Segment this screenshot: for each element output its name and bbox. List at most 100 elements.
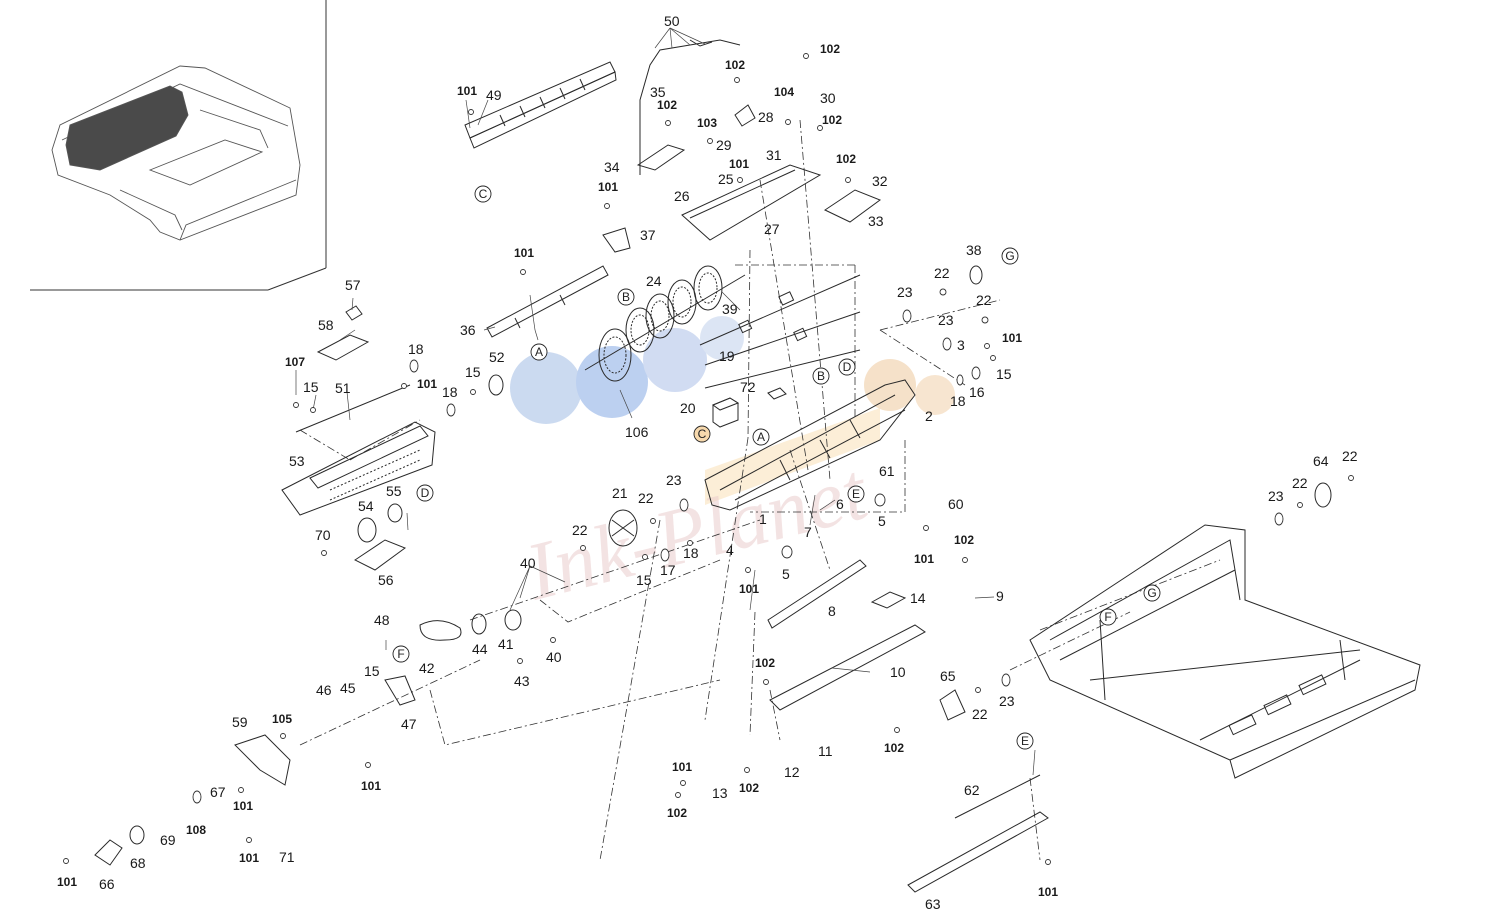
part-62-drawing [954,774,1041,819]
svg-text:G: G [1147,586,1156,600]
screw-icon [293,402,299,408]
screw-icon [468,109,474,115]
screw-label: 102 [755,656,775,670]
ref-marker-E: E [847,485,865,503]
part-36-drawing [486,265,609,338]
screw-icon [744,767,750,773]
screw-label: 102 [820,42,840,56]
part-label: 39 [722,301,738,317]
part-label: 23 [1268,488,1284,504]
washer-icon [956,374,964,386]
screw-label: 108 [186,823,206,837]
washer-icon [1297,502,1303,508]
part-27-drawing [681,164,822,241]
screw-icon [734,77,740,83]
screw-icon [680,780,686,786]
part-72-drawing [767,387,787,400]
part-label: 51 [335,380,351,396]
part-label: 22 [934,265,950,281]
ref-marker-F: F [1099,608,1117,626]
part-label: 2 [925,408,933,424]
screw-label: 102 [884,741,904,755]
washer-icon [1001,673,1011,687]
watermark-dot [576,346,648,418]
washer-icon [942,337,952,351]
screw-label: 105 [272,712,292,726]
part-label: 54 [358,498,374,514]
part-54-drawing [357,517,377,543]
document-feeder-overview [51,65,301,241]
reference-markers: C B A G D B C A D E F G F E [392,185,1161,750]
part-label: 16 [969,384,985,400]
parts-drawings [94,39,1421,893]
ref-marker-F: F [392,645,410,663]
washer-icon [446,403,456,417]
part-label: 23 [666,472,682,488]
washer-icon [939,288,947,296]
part-label: 59 [232,714,248,730]
part-label: 23 [999,693,1015,709]
screw-label: 101 [672,760,692,774]
part-label: 40 [546,649,562,665]
screw-icon [785,119,791,125]
part-label: 22 [976,292,992,308]
screw-icon [246,837,252,843]
ref-marker-G: G [1143,584,1161,602]
part-label: 8 [828,603,836,619]
part-label: 67 [210,784,226,800]
watermark-dot [510,352,582,424]
part-label: 15 [636,572,652,588]
screw-icon [675,792,681,798]
part-label: 18 [683,545,699,561]
part-label: 36 [460,322,476,338]
screw-label: 101 [457,84,477,98]
leader-lines [295,27,1036,776]
part-label: 47 [401,716,417,732]
svg-text:D: D [421,486,430,500]
screw-icon [280,733,286,739]
part-label: 71 [279,849,295,865]
part-label: 58 [318,317,334,333]
part-label: 28 [758,109,774,125]
assembly-lines [299,119,1221,861]
part-51-drawing [295,384,411,433]
part-65-drawing [939,689,966,721]
part-14-drawing [870,591,907,609]
screw-label: 102 [657,98,677,112]
screw-icon [803,53,809,59]
main-chassis-drawing [1029,524,1421,779]
part-label: 41 [498,636,514,652]
screw-label: 101 [914,552,934,566]
part-label: 4 [726,542,734,558]
part-28-drawing [734,104,756,127]
part-label: 6 [836,496,844,512]
screw-icon [962,557,968,563]
part-19-drawing [704,349,861,389]
svg-text:B: B [817,369,825,383]
screw-icon [321,550,327,556]
part-label: 72 [740,379,756,395]
part-47-drawing [384,675,416,706]
ref-marker-B: B [812,367,830,385]
screw-label: 102 [725,58,745,72]
part-label: 65 [940,668,956,684]
screw-icon [923,525,929,531]
part-label: 27 [764,221,780,237]
screw-icon [310,407,316,413]
part-label: 15 [364,663,380,679]
part-64-drawing [1314,482,1332,508]
part-label: 1 [759,511,767,527]
screw-icon [642,554,648,560]
part-20-drawing [711,397,740,428]
watermark-dot [700,316,744,360]
ref-marker-C: C [693,425,711,443]
screw-icon [990,355,996,361]
part-label: 43 [514,673,530,689]
part-label: 22 [1342,448,1358,464]
part-label: 70 [315,527,331,543]
part-label: 5 [878,513,886,529]
screw-icon [238,787,244,793]
screw-icon [665,120,671,126]
svg-text:E: E [1021,734,1029,748]
